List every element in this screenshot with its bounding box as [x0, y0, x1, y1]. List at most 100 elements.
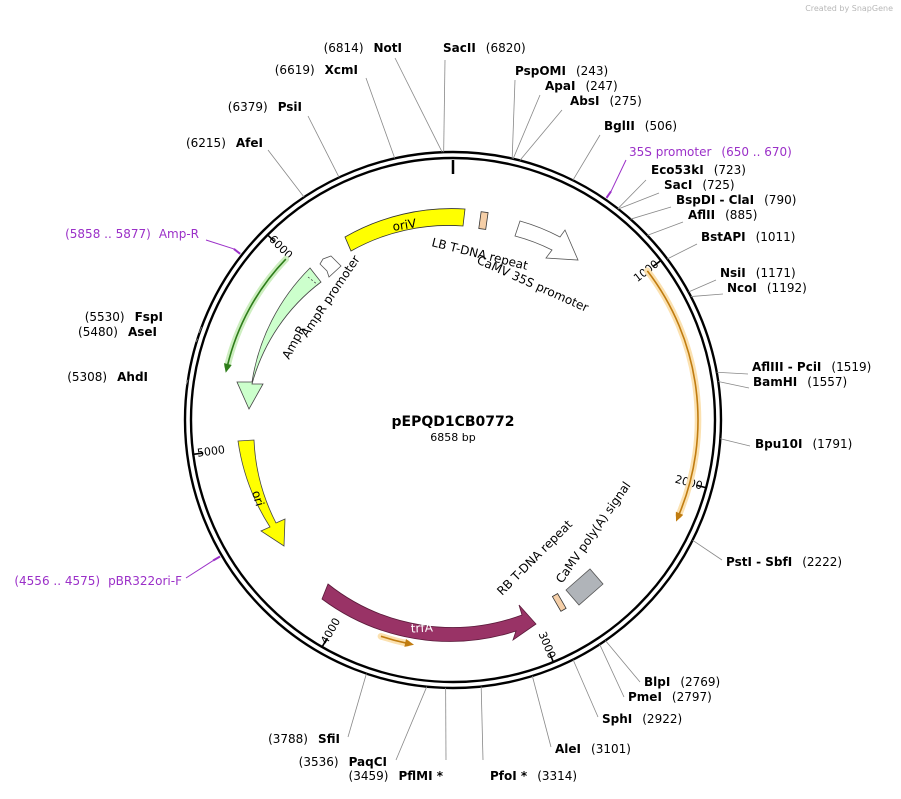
- site-name: AseI: [128, 325, 157, 339]
- site-position: (723): [714, 163, 746, 177]
- site-leader-asei: [195, 338, 198, 343]
- site-leader-paqci: [395, 686, 428, 761]
- feature-label-ori: ori: [249, 489, 267, 508]
- site-name: PaqCI: [349, 755, 387, 769]
- site-alei[interactable]: AleI(3101): [555, 742, 631, 756]
- site-position: (5480): [78, 325, 118, 339]
- site-leader-bstapi: [667, 243, 698, 260]
- site-nsii[interactable]: NsiI (1171): [720, 266, 796, 280]
- site-sphi[interactable]: SphI (2922): [602, 712, 682, 726]
- site-paqci[interactable]: PaqCI (3536): [299, 755, 387, 769]
- site-afei[interactable]: AfeI(6215): [186, 136, 263, 150]
- site-name: PflMI *: [398, 769, 443, 783]
- feature-trfa: [321, 583, 537, 642]
- site-position: (2922): [642, 712, 682, 726]
- site-position: (247): [585, 79, 617, 93]
- site-position: (1171): [756, 266, 796, 280]
- site-leader-bamhi: [718, 381, 750, 389]
- primer-range: (650 .. 670): [721, 145, 791, 159]
- site-pspomi[interactable]: PspOMI(243): [515, 64, 608, 78]
- site-asei[interactable]: AseI (5480): [78, 325, 157, 339]
- site-apai[interactable]: ApaI(247): [545, 79, 618, 93]
- site-pfoi-[interactable]: PfoI *(3314): [490, 769, 577, 783]
- site-name: NsiI: [720, 266, 746, 280]
- site-name: SphI: [602, 712, 632, 726]
- site-position: (275): [609, 94, 641, 108]
- site-psti-sbfi[interactable]: PstI - SbfI(2222): [726, 555, 842, 569]
- primer-name: 35S promoter: [629, 145, 711, 159]
- backbone-outer-ring: [183, 150, 723, 690]
- feature-lb-tdna-repeat: [478, 211, 489, 230]
- site-leader-pfoi-: [480, 686, 484, 761]
- site-sacii[interactable]: SacII (6820): [443, 41, 526, 55]
- feature-label-camv-35s-promoter: CaMV 35S promoter: [475, 253, 591, 315]
- site-pflmi-[interactable]: PflMI *(3459): [349, 769, 444, 783]
- site-name: FspI: [135, 310, 163, 324]
- site-name: SacII: [443, 41, 476, 55]
- restriction-sites: NotI(6814) SacII (6820) PspOMI(243)ApaI(247…: [67, 41, 871, 783]
- site-sfii[interactable]: SfiI(3788): [268, 732, 340, 746]
- site-leader-apai: [512, 94, 541, 159]
- tick-3000: [548, 652, 555, 663]
- site-fspi[interactable]: FspI(5530): [85, 310, 163, 324]
- tick-4000: [321, 637, 328, 648]
- site-position: (5308): [67, 370, 107, 384]
- primer-35s-promoter[interactable]: 35S promoter (650 .. 670): [629, 145, 792, 159]
- backbone-circle: [183, 150, 723, 690]
- site-pmei[interactable]: PmeI(2797): [628, 690, 712, 704]
- site-leader-eco53ki: [617, 179, 647, 209]
- site-leader-ncoi: [690, 293, 724, 297]
- site-bglii[interactable]: BglII(506): [604, 119, 677, 133]
- site-psii[interactable]: PsiI(6379): [228, 100, 302, 114]
- site-bspdi-clai[interactable]: BspDI - ClaI(790): [676, 193, 796, 207]
- site-position: (6820): [486, 41, 526, 55]
- site-aflii[interactable]: AflII(885): [688, 208, 757, 222]
- site-blpi[interactable]: BlpI(2769): [644, 675, 720, 689]
- site-noti[interactable]: NotI(6814): [324, 41, 402, 55]
- site-name: PstI - SbfI: [726, 555, 792, 569]
- feature-ori: [237, 439, 286, 547]
- primer-name: Amp-R: [159, 227, 199, 241]
- site-leader-aflii: [647, 221, 684, 236]
- site-bamhi[interactable]: BamHI(1557): [753, 375, 847, 389]
- site-xcmi[interactable]: XcmI(6619): [275, 63, 358, 77]
- orf-arc-right: [646, 270, 699, 516]
- site-bstapi[interactable]: BstAPI(1011): [701, 230, 795, 244]
- site-leader-afei: [267, 149, 305, 198]
- tick-label-5000: 5000: [196, 443, 225, 460]
- feature-label-oriv: oriV: [392, 216, 418, 234]
- site-name: BstAPI: [701, 230, 746, 244]
- site-position: (725): [702, 178, 734, 192]
- primer-pbr322ori-f[interactable]: pBR322ori-F(4556 .. 4575): [14, 574, 182, 588]
- orf-arrowhead-left: [223, 363, 232, 373]
- site-name: Bpu10I: [755, 437, 802, 451]
- site-leader-ahdi: [185, 379, 189, 386]
- primer-leader-amp-r: [205, 239, 235, 250]
- site-leader-pmei: [599, 644, 625, 698]
- site-position: (3536): [299, 755, 339, 769]
- site-position: (3314): [537, 769, 577, 783]
- site-eco53ki[interactable]: Eco53kI (723): [651, 163, 746, 177]
- site-name: SacI: [664, 178, 692, 192]
- tick-label-4000: 4000: [318, 616, 343, 647]
- site-name: Eco53kI: [651, 163, 704, 177]
- site-bpu10i[interactable]: Bpu10I(1791): [755, 437, 852, 451]
- site-absi[interactable]: AbsI (275): [570, 94, 642, 108]
- site-name: AbsI: [570, 94, 599, 108]
- site-leader-bglii: [572, 134, 601, 181]
- feature-camv-polya-signal: [565, 568, 604, 606]
- site-name: PspOMI: [515, 64, 566, 78]
- feature-oriv: [344, 208, 466, 252]
- snapgene-credit: Created by SnapGene: [805, 4, 893, 13]
- site-name: BamHI: [753, 375, 797, 389]
- primer-range: (4556 .. 4575): [14, 574, 100, 588]
- site-position: (2769): [680, 675, 720, 689]
- site-afliii-pcii[interactable]: AflIII - PciI(1519): [752, 360, 871, 374]
- site-saci[interactable]: SacI (725): [664, 178, 735, 192]
- site-ahdi[interactable]: AhdI(5308): [67, 370, 148, 384]
- site-position: (6215): [186, 136, 226, 150]
- primer-amp-r[interactable]: Amp-R(5858 .. 5877): [65, 227, 199, 241]
- site-name: BglII: [604, 119, 635, 133]
- site-name: AflII: [688, 208, 715, 222]
- site-ncoi[interactable]: NcoI(1192): [727, 281, 807, 295]
